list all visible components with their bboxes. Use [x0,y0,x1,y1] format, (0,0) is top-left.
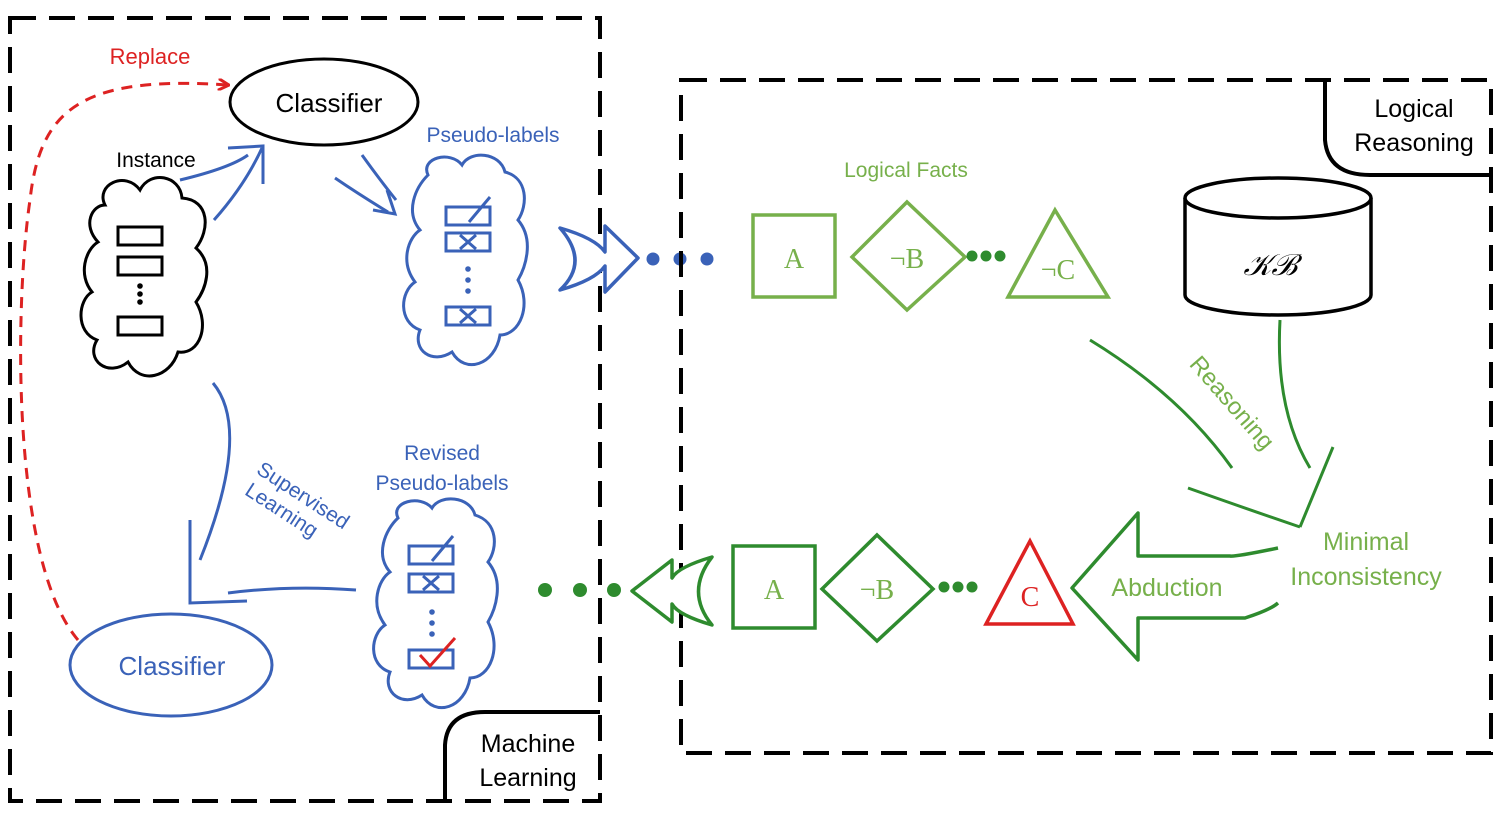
knowledge-base-label: 𝒦ℬ [1243,249,1302,282]
facts-top-ellipsis [966,250,1006,262]
reasoning-arrow [1089,319,1335,529]
instance-cloud [79,176,209,378]
fact-bottom-a-label: A [764,575,785,606]
logical-reasoning-panel: Logical Reasoning [679,78,1493,755]
lr-panel-label-line2: Reasoning [1354,129,1474,157]
revised-pseudo-labels-cloud [372,497,499,710]
fact-bottom-not-b: ¬B [819,532,936,644]
replace-arrow: Replace [19,44,228,641]
supervised-learning-label: Supervised Learning [241,458,353,543]
fact-top-not-c: ¬C [1005,206,1112,299]
pseudo-labels-to-facts-arrow [558,224,714,294]
ml-panel-label-line2: Learning [479,764,576,792]
replace-label: Replace [110,44,191,69]
classifier-bottom-label: Classifier [119,651,226,681]
fact-top-a-label: A [784,244,805,275]
abduction-label: Abduction [1111,574,1222,602]
fact-bottom-c-label: C [1021,582,1040,613]
classifier-top-label: Classifier [276,88,383,118]
ml-panel-label-line1: Machine [481,730,576,758]
fact-bottom-a: A [731,544,817,630]
facts-to-revised-labels-arrow [538,555,714,627]
abduction-arrow: Abduction [1070,511,1280,662]
instance-box-3 [116,315,164,337]
lr-panel-label-line1: Logical [1374,95,1453,123]
machine-learning-panel: Machine Learning [8,16,602,803]
pseudo-labels-title: Pseudo-labels [426,124,559,147]
facts-bottom-ellipsis [938,581,978,593]
instance-to-classifier-arrow [179,144,265,221]
fact-top-a: A [751,213,837,299]
classifier-bottom: Classifier [68,612,274,718]
revised-label-line1: Revised [404,442,480,465]
knowledge-base-cylinder: 𝒦ℬ [1183,176,1373,317]
instance-box-1 [116,225,164,247]
fact-bottom-c: C [983,537,1076,626]
instance-label: Instance [116,149,195,172]
pseudo-labels-cloud [402,153,529,367]
minimal-inconsistency-line1: Minimal [1323,528,1409,556]
fact-top-not-c-label: ¬C [1041,255,1075,286]
classifier-top: Classifier [228,57,420,147]
instance-box-2 [116,255,164,277]
logical-facts-title: Logical Facts [844,159,968,182]
supervised-learning-arrow [188,382,357,605]
reasoning-label: Reasoning [1184,351,1280,455]
classifier-to-pseudo-labels-arrow [334,154,398,216]
fact-top-not-b: ¬B [849,199,968,313]
fact-bottom-not-b-label: ¬B [860,575,894,606]
fact-top-not-b-label: ¬B [890,244,924,275]
revised-label-line2: Pseudo-labels [375,472,508,495]
minimal-inconsistency-line2: Inconsistency [1290,563,1442,591]
